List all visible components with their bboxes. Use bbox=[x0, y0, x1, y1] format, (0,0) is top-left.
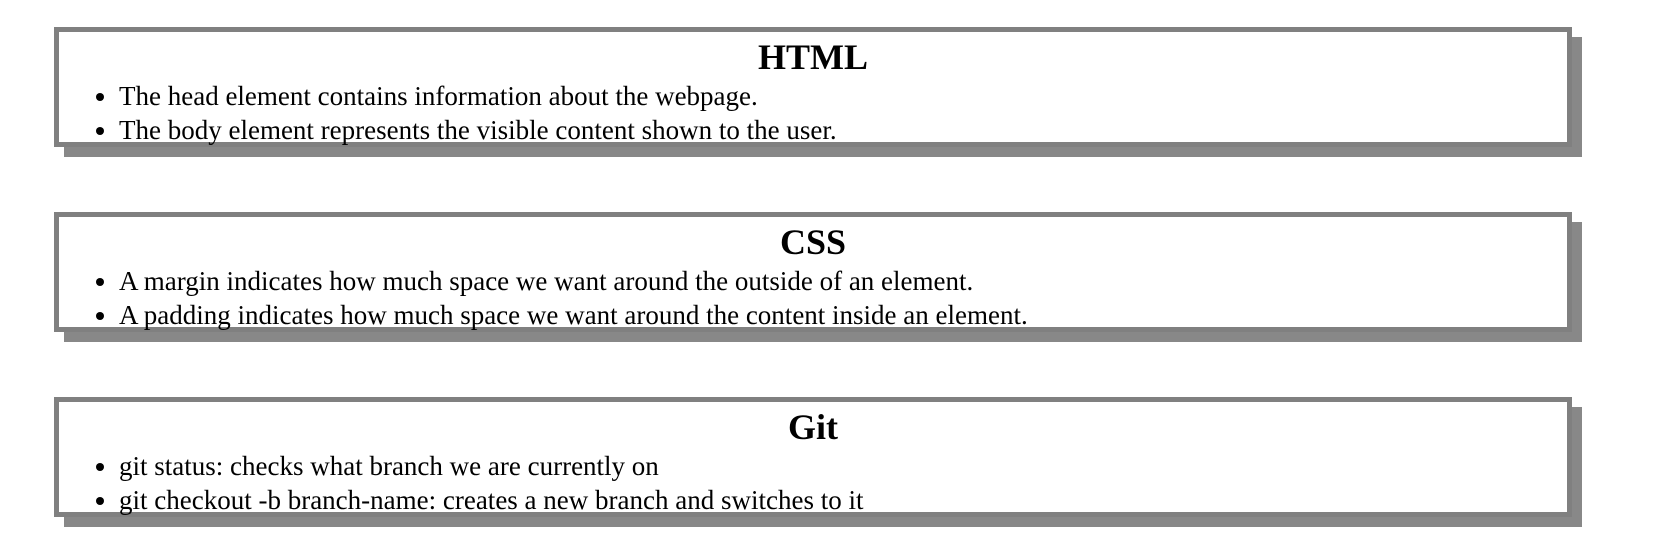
list-item: The head element contains information ab… bbox=[119, 79, 1567, 113]
list-item: A margin indicates how much space we wan… bbox=[119, 264, 1567, 298]
git-notes-card: Git git status: checks what branch we ar… bbox=[54, 397, 1572, 517]
list-item: A padding indicates how much space we wa… bbox=[119, 298, 1567, 332]
html-section-title: HTML bbox=[757, 37, 868, 77]
list-item: The body element represents the visible … bbox=[119, 113, 1567, 147]
git-section-title: Git bbox=[788, 407, 838, 447]
git-notes-list: git status: checks what branch we are cu… bbox=[59, 449, 1567, 517]
css-notes-list: A margin indicates how much space we wan… bbox=[59, 264, 1567, 332]
list-item: git checkout -b branch-name: creates a n… bbox=[119, 483, 1567, 517]
css-section-title: CSS bbox=[779, 222, 847, 262]
notes-container: HTML The head element contains informati… bbox=[54, 27, 1572, 517]
list-item: git status: checks what branch we are cu… bbox=[119, 449, 1567, 483]
html-notes-card: HTML The head element contains informati… bbox=[54, 27, 1572, 147]
html-notes-list: The head element contains information ab… bbox=[59, 79, 1567, 147]
css-notes-card: CSS A margin indicates how much space we… bbox=[54, 212, 1572, 332]
